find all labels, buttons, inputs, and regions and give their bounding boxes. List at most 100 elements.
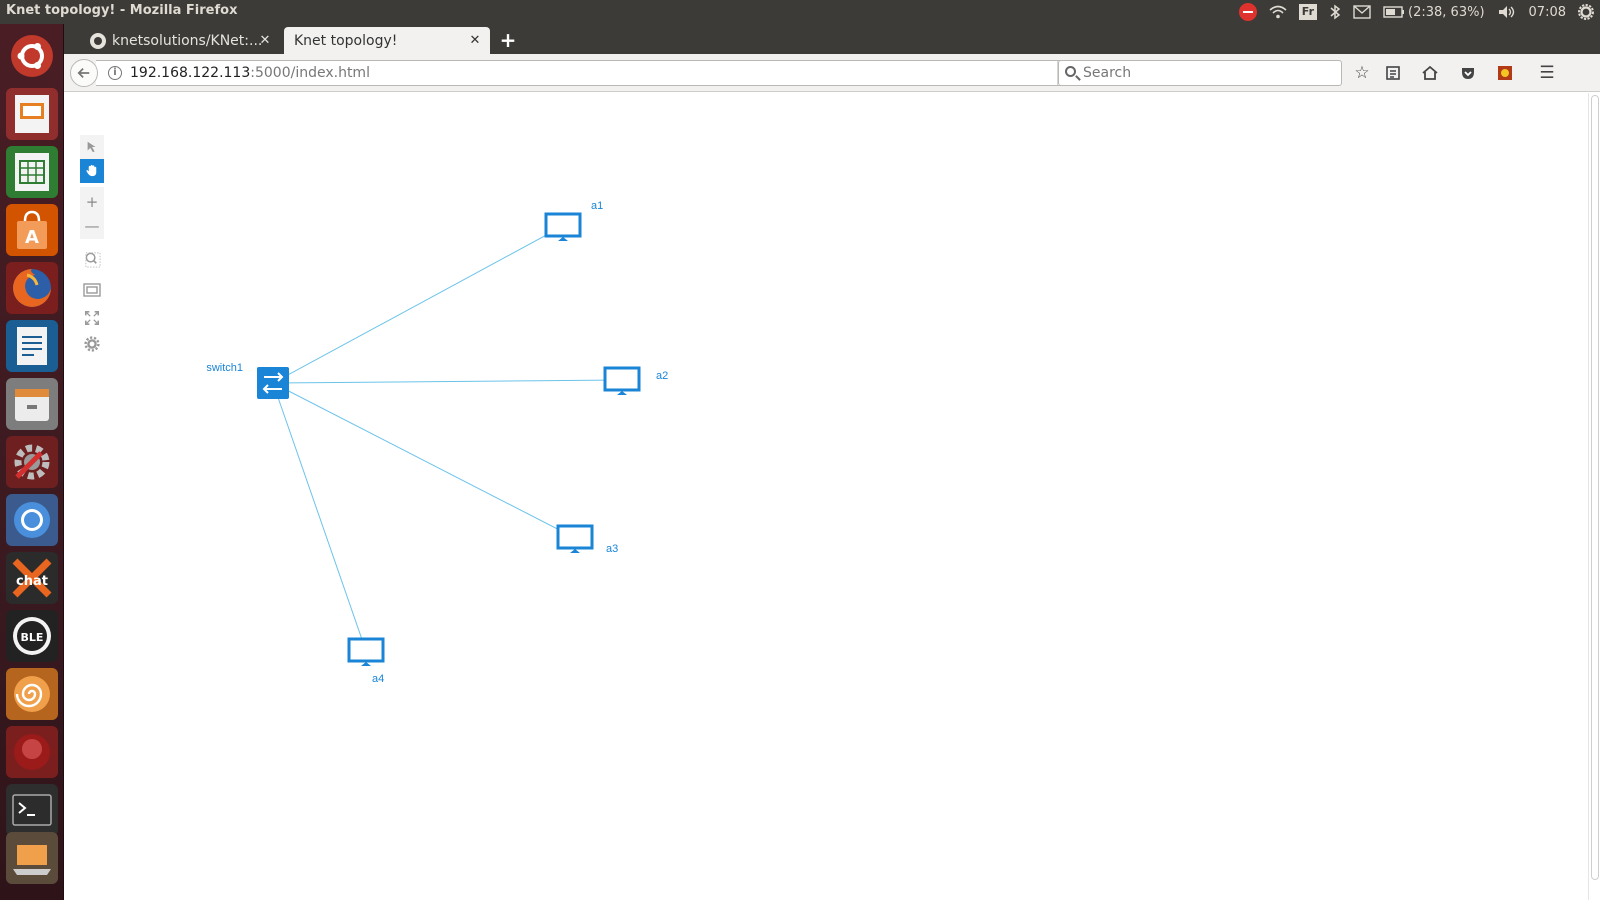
document-icon <box>17 327 47 365</box>
zoom-out-button[interactable]: — <box>84 217 100 235</box>
new-tab-button[interactable]: + <box>499 28 517 52</box>
launcher-app-bottom[interactable] <box>6 832 58 884</box>
select-mode-button[interactable] <box>80 135 104 159</box>
svg-text:chat: chat <box>16 574 48 589</box>
node-a1[interactable]: a1 <box>544 200 603 241</box>
fullscreen-button[interactable] <box>80 306 104 330</box>
link-switch1-a3[interactable] <box>272 382 576 539</box>
monitor-icon <box>603 366 641 395</box>
volume-icon[interactable] <box>1497 4 1517 20</box>
gear-icon <box>84 336 100 352</box>
expand-icon <box>84 310 100 326</box>
launcher-writer[interactable] <box>6 320 58 372</box>
launcher-files[interactable] <box>6 378 58 430</box>
xchat-icon: chat <box>12 558 52 598</box>
hamburger-menu-icon[interactable]: ☰ <box>1539 63 1555 83</box>
launcher-ubuntu-dash[interactable] <box>6 30 58 82</box>
file-cabinet-icon <box>15 389 49 421</box>
fit-view-button[interactable] <box>80 278 104 302</box>
zoom-selection-button[interactable] <box>80 248 104 272</box>
ble-icon: BLE <box>13 617 51 655</box>
terminal-icon <box>12 794 52 826</box>
launcher-firefox[interactable] <box>6 262 58 314</box>
wifi-icon[interactable] <box>1269 4 1287 20</box>
node-a4[interactable]: a4 <box>347 637 385 685</box>
launcher-meld[interactable] <box>6 668 58 720</box>
pan-mode-button[interactable] <box>80 159 104 183</box>
url-path: :5000/index.html <box>250 65 370 81</box>
launcher-calc[interactable] <box>6 146 58 198</box>
topology-canvas[interactable]: switch1 a1 a2 a3 a4 <box>64 93 1564 873</box>
node-switch1[interactable]: switch1 <box>206 362 289 399</box>
tab-knet-github[interactable]: knetsolutions/KNet:... ✕ <box>80 27 280 54</box>
tab-knet-topology[interactable]: Knet topology! ✕ <box>284 27 490 54</box>
link-switch1-a2[interactable] <box>272 379 623 384</box>
launcher-terminal[interactable] <box>6 784 58 836</box>
url-bar[interactable]: i 192.168.122.113:5000/index.html ⟳ <box>96 60 1086 86</box>
launcher-chromium[interactable] <box>6 494 58 546</box>
vertical-scrollbar[interactable] <box>1588 93 1600 900</box>
spreadsheet-icon <box>15 153 49 191</box>
link-switch1-a4[interactable] <box>272 382 367 652</box>
bluetooth-icon[interactable] <box>1329 4 1341 20</box>
battery-icon <box>1383 6 1405 18</box>
gear-icon[interactable] <box>1578 4 1594 20</box>
firefox-icon <box>13 269 51 307</box>
presentation-icon <box>15 95 49 133</box>
laptop-icon <box>13 845 51 875</box>
svg-text:A: A <box>25 227 39 248</box>
fit-view-icon <box>83 283 101 297</box>
node-label: a3 <box>606 543 618 555</box>
back-button[interactable] <box>70 59 98 87</box>
battery-text: (2:38, 63%) <box>1408 4 1485 20</box>
chromium-icon <box>14 502 50 538</box>
keyboard-layout-indicator[interactable]: Fr <box>1298 4 1318 20</box>
node-label: a4 <box>372 673 384 685</box>
node-a3[interactable]: a3 <box>556 524 618 555</box>
reading-list-icon[interactable] <box>1383 63 1403 83</box>
zoom-tool-group <box>80 187 104 239</box>
pocket-icon[interactable] <box>1458 63 1478 83</box>
home-icon[interactable] <box>1420 63 1440 83</box>
battery-indicator[interactable]: (2:38, 63%) <box>1383 4 1485 20</box>
info-icon[interactable]: i <box>108 66 122 80</box>
window-title: Knet topology! - Mozilla Firefox <box>6 3 238 18</box>
close-tab-icon[interactable]: ✕ <box>469 33 481 48</box>
scrollbar-thumb[interactable] <box>1591 95 1599 880</box>
spiral-icon <box>14 676 50 712</box>
bookmark-star-icon[interactable]: ☆ <box>1354 63 1370 83</box>
extension-icon[interactable] <box>1495 63 1515 83</box>
zoom-in-button[interactable]: + <box>85 193 99 211</box>
shopping-bag-icon: A <box>17 210 47 249</box>
search-input[interactable]: Search <box>1058 60 1342 86</box>
link-switch1-a1[interactable] <box>272 225 564 384</box>
arrow-left-icon <box>77 68 90 78</box>
svg-text:BLE: BLE <box>21 631 44 644</box>
launcher-impress[interactable] <box>6 88 58 140</box>
wrench-gear-icon <box>14 444 50 480</box>
launcher-system-settings[interactable] <box>6 436 58 488</box>
launcher-xchat[interactable]: chat <box>6 552 58 604</box>
navigation-toolbar: i 192.168.122.113:5000/index.html ⟳ Sear… <box>64 54 1600 92</box>
close-tab-icon[interactable]: ✕ <box>259 33 271 48</box>
mail-icon[interactable] <box>1353 4 1371 20</box>
red-orb-icon <box>14 734 50 770</box>
tab-label: Knet topology! <box>294 32 398 49</box>
node-a2[interactable]: a2 <box>603 366 668 395</box>
launcher-ble-app[interactable]: BLE <box>6 610 58 662</box>
search-icon <box>1065 66 1076 77</box>
switch-icon <box>257 367 289 399</box>
search-placeholder: Search <box>1083 65 1132 81</box>
launcher-software-center[interactable]: A <box>6 204 58 256</box>
clock[interactable]: 07:08 <box>1528 4 1566 20</box>
stop-icon[interactable] <box>1238 3 1257 21</box>
system-tray: Fr (2:38, 63%) 07:08 <box>1238 0 1594 24</box>
monitor-icon <box>347 637 385 666</box>
node-label: a1 <box>591 200 603 212</box>
pointer-icon <box>87 141 96 153</box>
url-host: 192.168.122.113 <box>130 65 251 81</box>
ubuntu-logo-icon <box>11 35 53 77</box>
launcher-app-red[interactable] <box>6 726 58 778</box>
zoom-select-icon <box>84 252 101 268</box>
settings-button[interactable] <box>80 332 104 356</box>
